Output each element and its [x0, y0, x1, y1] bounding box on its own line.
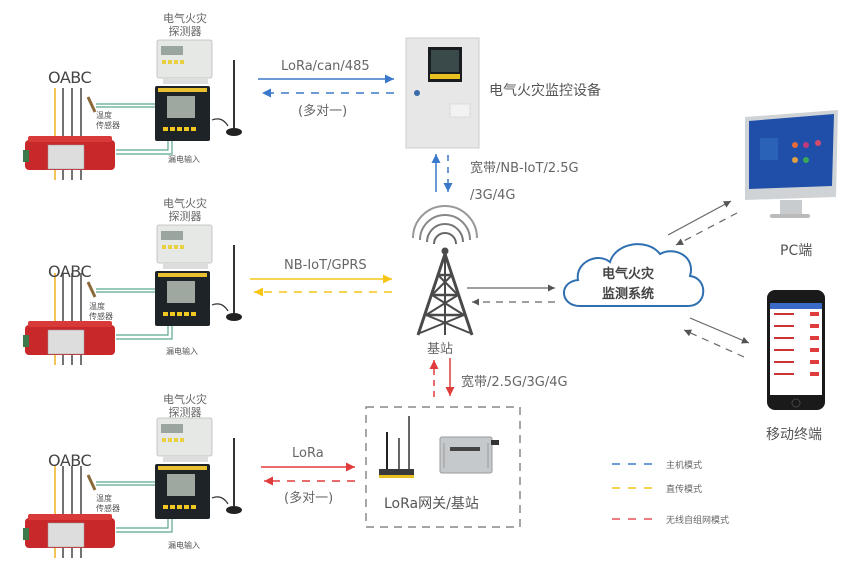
- detector-1-title-line1: 电气火灾: [163, 12, 207, 25]
- legend-wireless-label: 无线自组网模式: [666, 516, 730, 526]
- detector-2-phase-label: OABC: [48, 262, 92, 281]
- detector-3-temp-sensor-line2: 传感器: [96, 504, 120, 513]
- detector-3-phase-label: OABC: [48, 451, 92, 470]
- mobile-phone-icon: [767, 290, 825, 410]
- wireless-mode-note-label: (多对一): [284, 491, 334, 506]
- gateway-group-box: [365, 406, 521, 528]
- cabinet-uplink-line1: 宽带/NB-IoT/2.5G: [470, 161, 579, 176]
- monitor-device-label: 电气火灾监控设备: [489, 83, 601, 99]
- pc-to-cloud-arrow: [675, 212, 738, 246]
- detector-3-leak-input-label: 漏电输入: [168, 541, 200, 550]
- detector-3-temp-sensor-line1: 温度: [96, 494, 112, 503]
- detector-1-title: 电气火灾 探测器: [155, 12, 215, 38]
- detector-3-temp-sensor-label: 温度 传感器: [96, 494, 120, 514]
- cloud-to-pc-arrow: [667, 200, 732, 236]
- detector-unit-3: [21, 416, 244, 560]
- detector-2-temp-sensor-line2: 传感器: [89, 312, 113, 321]
- detector-2-leak-input-label: 漏电输入: [166, 347, 198, 356]
- detector-unit-2: [21, 223, 244, 367]
- cabinet-uplink-label: 宽带/NB-IoT/2.5G /3G/4G: [470, 155, 579, 209]
- cabinet-uplink-line2: /3G/4G: [470, 188, 516, 203]
- detector-2-temp-sensor-label: 温度 传感器: [89, 302, 113, 322]
- wireless-mode-protocol-label: LoRa: [292, 446, 324, 461]
- legend-direct-label: 直传模式: [666, 485, 703, 495]
- detector-3-title: 电气火灾 探测器: [155, 393, 215, 419]
- gateway-uplink-label: 宽带/2.5G/3G/4G: [461, 375, 568, 390]
- detector-1-temp-sensor-line1: 温度: [96, 111, 112, 120]
- detector-2-title: 电气火灾 探测器: [155, 197, 215, 223]
- detector-1-phase-label: OABC: [48, 68, 92, 87]
- lora-base-station-icon: [439, 436, 499, 474]
- host-mode-note-label: (多对一): [298, 104, 348, 119]
- detector-3-title-line1: 电气火灾: [163, 393, 207, 406]
- base-station-tower-icon: [412, 205, 478, 336]
- cloud-shape: [563, 243, 705, 307]
- mobile-terminal-label: 移动终端: [766, 427, 822, 443]
- mobile-to-cloud-arrow: [683, 329, 745, 358]
- detector-3-title-line2: 探测器: [168, 406, 202, 419]
- pc-monitor-icon: [745, 110, 838, 218]
- cloud-label-line2: 监测系统: [601, 287, 654, 302]
- cloud-label-line1: 电气火灾: [601, 267, 654, 282]
- monitor-cabinet: [405, 37, 480, 149]
- cloud-to-mobile-arrow: [689, 317, 750, 344]
- detector-2-title-line1: 电气火灾: [163, 197, 207, 210]
- detector-2-temp-sensor-line1: 温度: [89, 302, 105, 311]
- legend-host-label: 主机模式: [666, 461, 703, 471]
- base-station-label: 基站: [427, 342, 454, 357]
- detector-1-temp-sensor-label: 温度 传感器: [96, 111, 120, 131]
- pc-terminal-label: PC端: [780, 243, 813, 259]
- detector-1-temp-sensor-line2: 传感器: [96, 121, 120, 130]
- host-mode-protocol-label: LoRa/can/485: [281, 59, 370, 74]
- detector-1-leak-input-label: 漏电输入: [168, 155, 200, 164]
- detector-1-title-line2: 探测器: [168, 25, 202, 38]
- direct-mode-protocol-label: NB-IoT/GPRS: [284, 258, 367, 273]
- lora-router-icon: [379, 416, 414, 478]
- detector-unit-1: [21, 38, 244, 182]
- detector-2-title-line2: 探测器: [168, 210, 202, 223]
- cloud-label: 电气火灾 监测系统: [588, 265, 668, 305]
- gateway-label: LoRa网关/基站: [384, 496, 479, 512]
